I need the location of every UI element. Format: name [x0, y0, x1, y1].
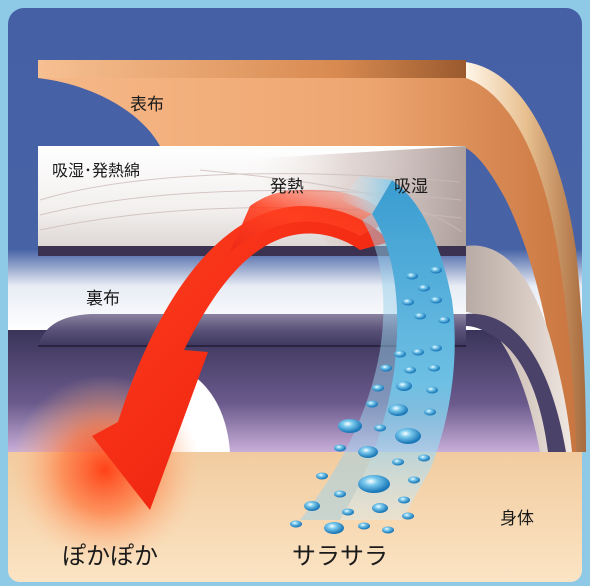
heat-arrow-origin — [230, 189, 392, 252]
moisture-stream-inner — [300, 214, 398, 520]
water-drop-icon — [394, 350, 406, 358]
water-drop-icon — [428, 364, 440, 372]
absorb-label: 吸湿 — [394, 177, 428, 197]
water-drop-icon — [380, 364, 392, 372]
padding-label: 吸湿･発熱綿 — [52, 161, 140, 180]
water-drop-icon — [334, 444, 346, 452]
body-label: 身体 — [500, 509, 534, 529]
water-drop-icon — [430, 266, 442, 274]
warm-label: ぽかぽか — [62, 542, 158, 570]
water-drop-icon — [366, 400, 378, 408]
water-drop-icon — [396, 381, 412, 391]
lining-label: 裏布 — [86, 288, 120, 309]
water-drop-icon — [412, 348, 424, 356]
water-drop-icon — [430, 296, 442, 304]
water-drop-icon — [304, 501, 320, 511]
outer-fabric-top-strip — [38, 60, 466, 78]
water-droplets — [290, 266, 450, 534]
water-drop-icon — [408, 476, 420, 484]
dry-label: サラサラ — [292, 542, 388, 570]
water-drop-icon — [438, 316, 450, 324]
water-drop-icon — [402, 298, 414, 306]
water-drop-icon — [290, 520, 302, 528]
water-drop-icon — [358, 522, 370, 530]
water-drop-icon — [426, 386, 438, 394]
water-drop-icon — [418, 454, 430, 462]
water-drop-icon — [406, 272, 418, 280]
water-drop-icon — [338, 419, 362, 433]
water-drop-icon — [402, 512, 414, 520]
lining-curl — [466, 313, 566, 452]
water-drop-icon — [398, 496, 410, 504]
water-drop-icon — [342, 508, 354, 516]
moisture-entry — [340, 176, 392, 214]
water-drop-icon — [430, 344, 442, 352]
water-drop-icon — [382, 526, 394, 534]
water-drop-icon — [324, 522, 344, 534]
water-drop-icon — [404, 366, 416, 374]
outer-fabric-edge — [466, 62, 586, 452]
heat-arrow — [92, 206, 390, 510]
lining-layer — [38, 314, 466, 346]
water-drop-icon — [395, 428, 421, 444]
water-drop-icon — [414, 312, 426, 320]
outer-fabric-label: 表布 — [130, 95, 164, 115]
moisture-stream — [340, 180, 455, 520]
water-drop-icon — [358, 475, 390, 493]
water-drop-icon — [334, 490, 346, 498]
water-drop-icon — [418, 284, 430, 292]
water-drop-icon — [374, 424, 386, 432]
water-drop-icon — [388, 404, 408, 416]
water-drop-icon — [372, 384, 384, 392]
water-drop-icon — [358, 446, 378, 458]
water-drop-icon — [316, 472, 328, 480]
water-drop-icon — [424, 408, 436, 416]
heat-label: 発熱 — [270, 177, 304, 197]
water-drop-icon — [392, 458, 404, 466]
water-drop-icon — [372, 503, 388, 513]
